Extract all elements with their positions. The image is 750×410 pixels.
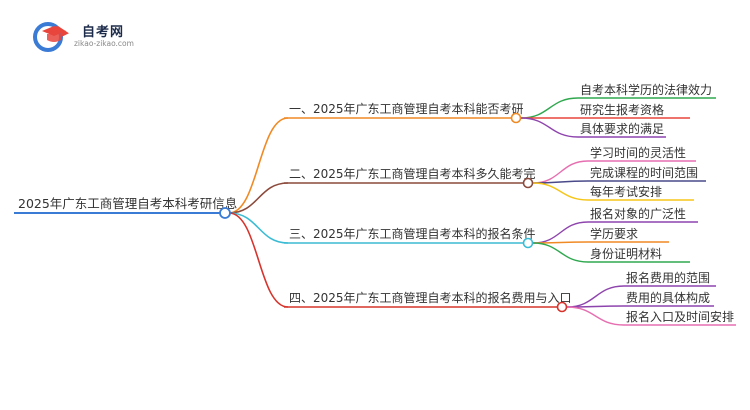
leaf-label[interactable]: 自考本科学历的法律效力 [580,82,712,97]
branch-node-circle[interactable] [510,112,522,124]
root-branch-connector [228,212,289,308]
leaf-label[interactable]: 学历要求 [590,226,638,241]
leaf-label[interactable]: 研究生报考资格 [580,102,664,117]
leaf-connector [520,97,579,119]
leaf-label[interactable]: 具体要求的满足 [580,121,664,136]
branch-label[interactable]: 四、2025年广东工商管理自考本科的报名费用与入口 [289,290,572,305]
leaf-label[interactable]: 每年考试安排 [590,184,662,199]
site-logo[interactable]: 自考网 zikao-zikao.com [30,18,140,52]
branch-label[interactable]: 一、2025年广东工商管理自考本科能否考研 [289,101,524,116]
leaf-label[interactable]: 报名入口及时间安排 [626,309,734,324]
root-branch-connector [228,182,289,214]
leaf-connector [532,221,589,244]
leaf-label[interactable]: 完成课程的时间范围 [590,165,698,180]
leaf-connector [532,160,589,184]
leaf-label[interactable]: 费用的具体构成 [626,290,710,305]
leaf-connector [566,306,625,326]
root-label[interactable]: 2025年广东工商管理自考本科考研信息 [18,196,237,211]
root-node-circle[interactable] [219,207,231,219]
leaf-connector [566,285,625,308]
leaf-connector [532,182,589,201]
leaf-label[interactable]: 报名对象的广泛性 [590,206,686,221]
root-branch-connector [228,117,289,214]
branch-node-circle[interactable] [522,177,534,189]
root-branch-connector [228,212,289,244]
brand-name: 自考网 [82,25,125,40]
leaf-connector [520,117,579,138]
leaf-connector [532,242,589,263]
graduation-cap-logo-icon [33,22,69,52]
branch-label[interactable]: 二、2025年广东工商管理自考本科多久能考完 [289,166,536,181]
branch-label[interactable]: 三、2025年广东工商管理自考本科的报名条件 [289,226,536,241]
leaf-label[interactable]: 身份证明材料 [590,246,662,261]
branch-node-circle[interactable] [556,301,568,313]
leaf-label[interactable]: 报名费用的范围 [626,270,710,285]
branch-node-circle[interactable] [522,237,534,249]
brand-domain: zikao-zikao.com [74,39,134,48]
leaf-label[interactable]: 学习时间的灵活性 [590,145,686,160]
